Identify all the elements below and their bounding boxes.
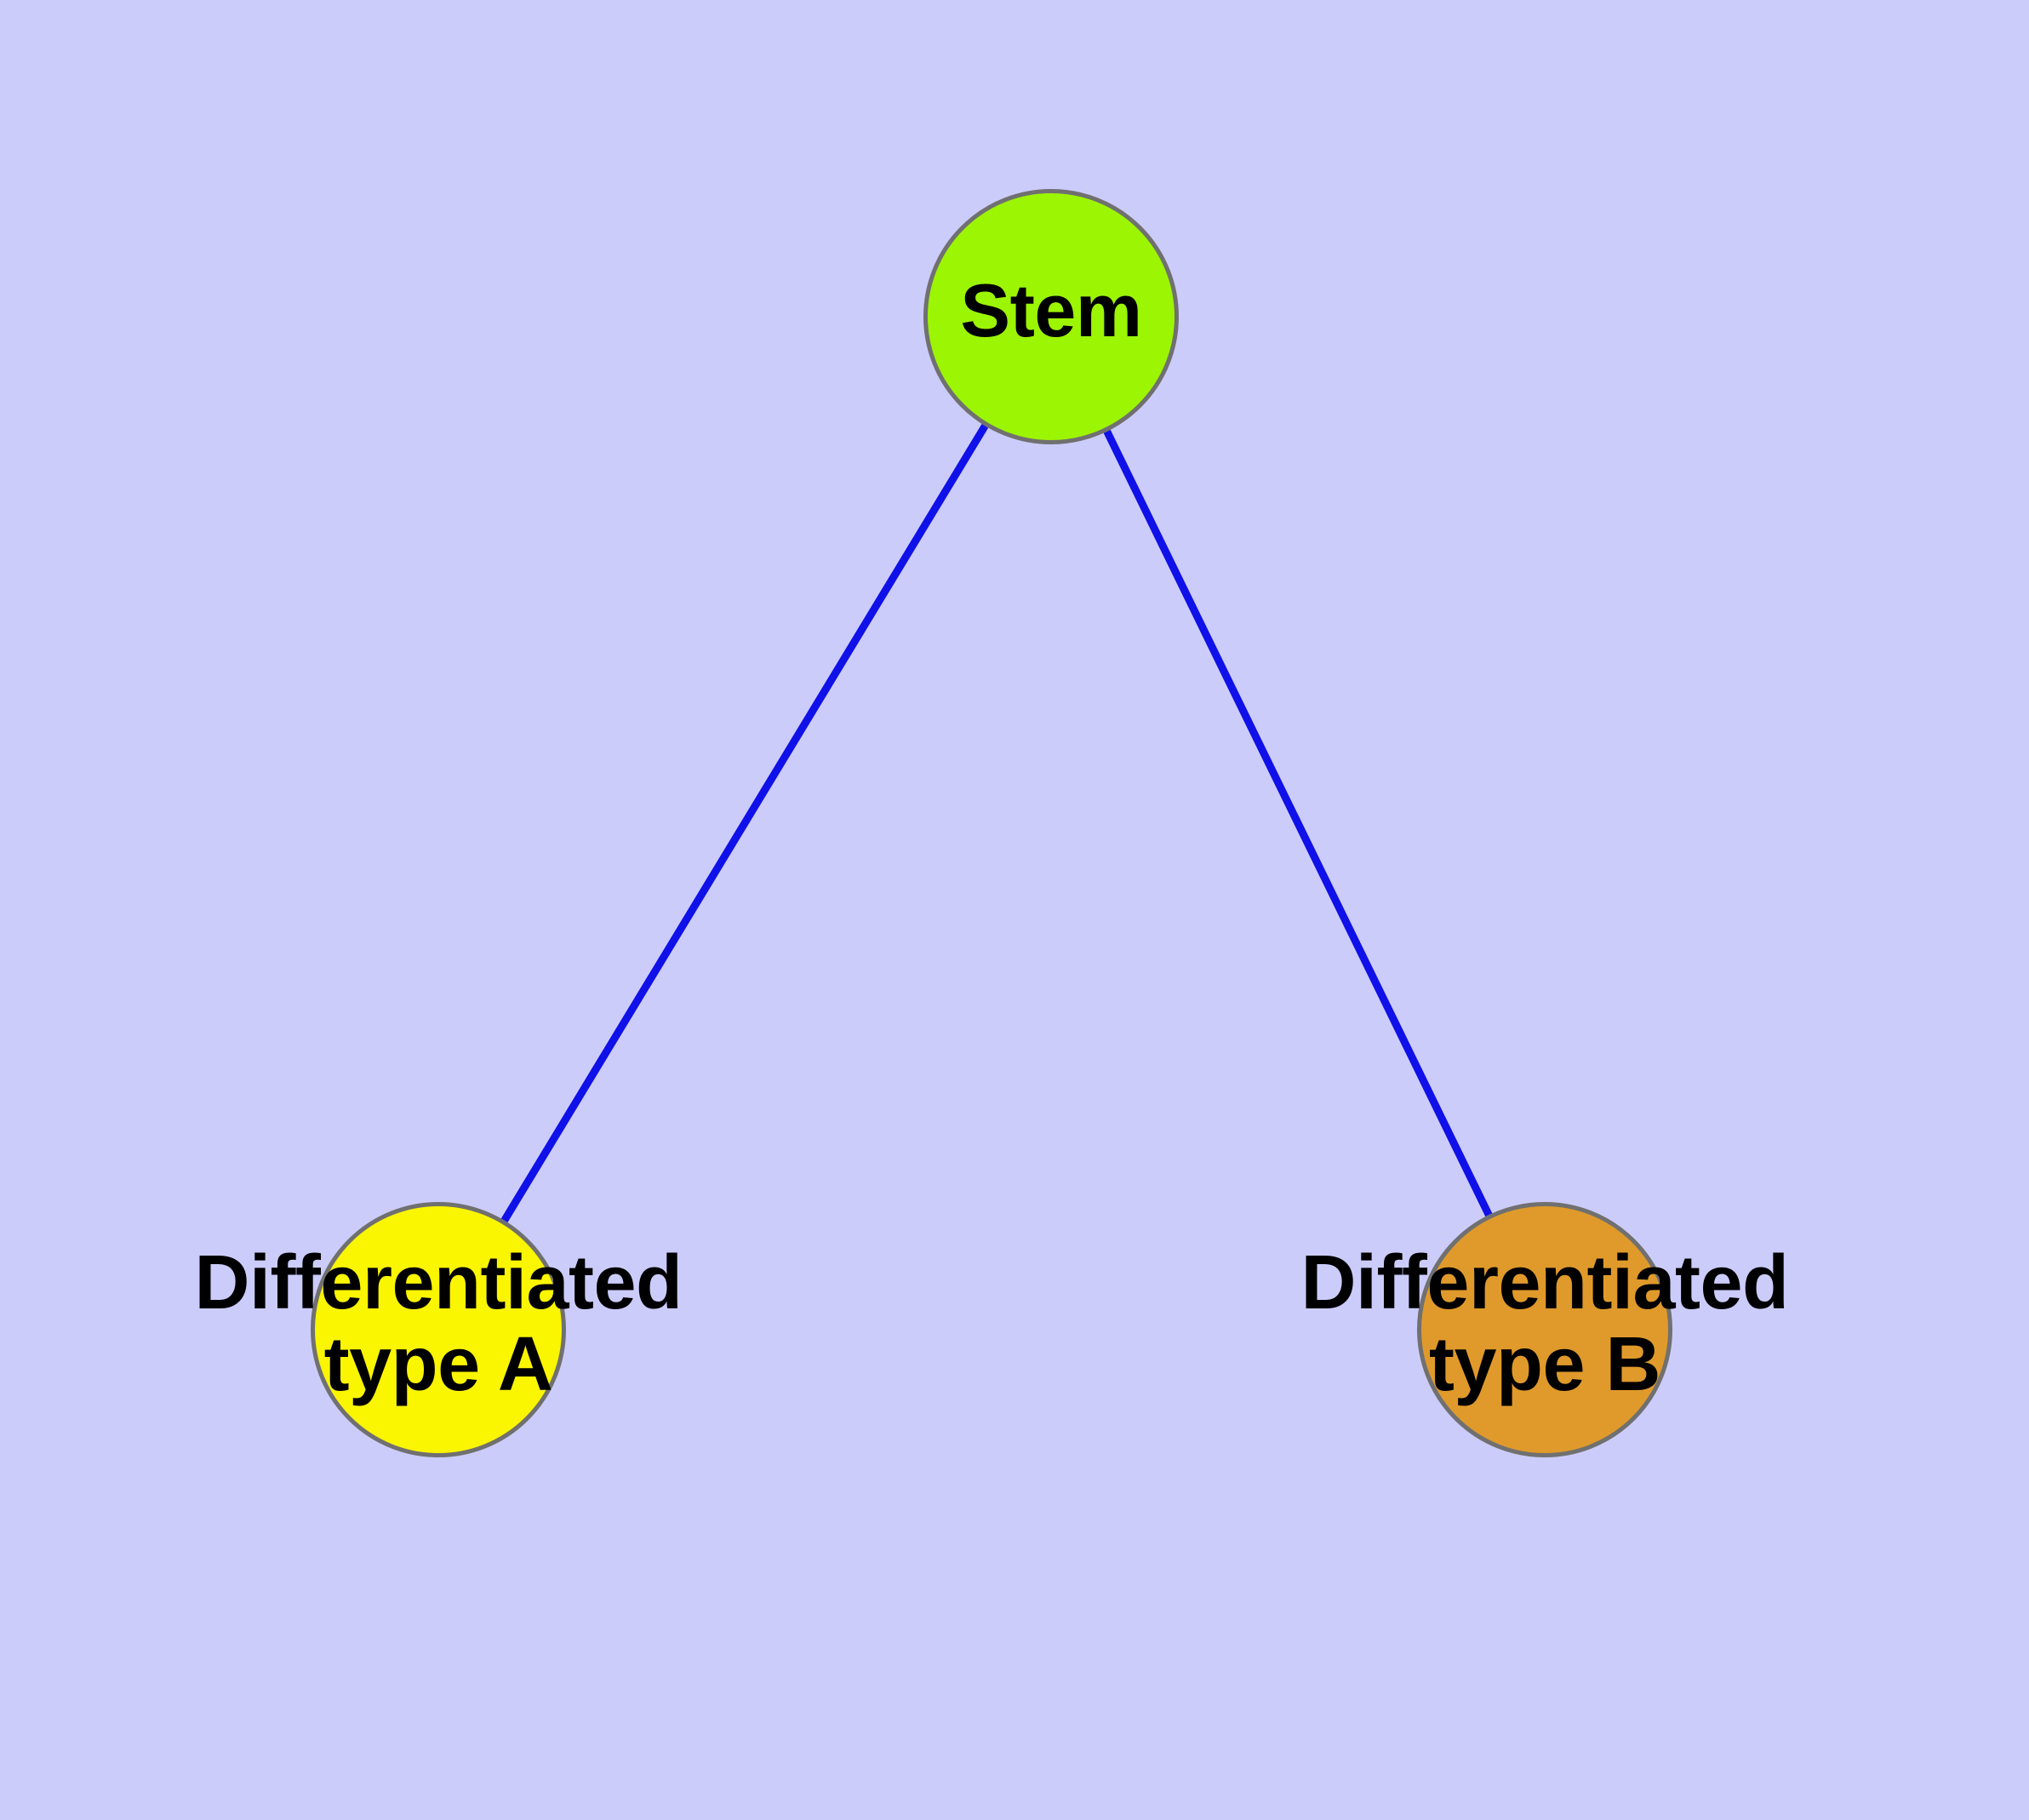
edge-stem-to-diff-b[interactable] — [1103, 429, 1493, 1217]
node-diff-b[interactable] — [1417, 1202, 1672, 1457]
edge-layer — [500, 424, 1493, 1222]
edge-stem-to-diff-a[interactable] — [500, 424, 989, 1222]
node-diff-a[interactable] — [311, 1202, 566, 1457]
node-layer — [311, 189, 1672, 1457]
node-stem[interactable] — [923, 189, 1179, 444]
